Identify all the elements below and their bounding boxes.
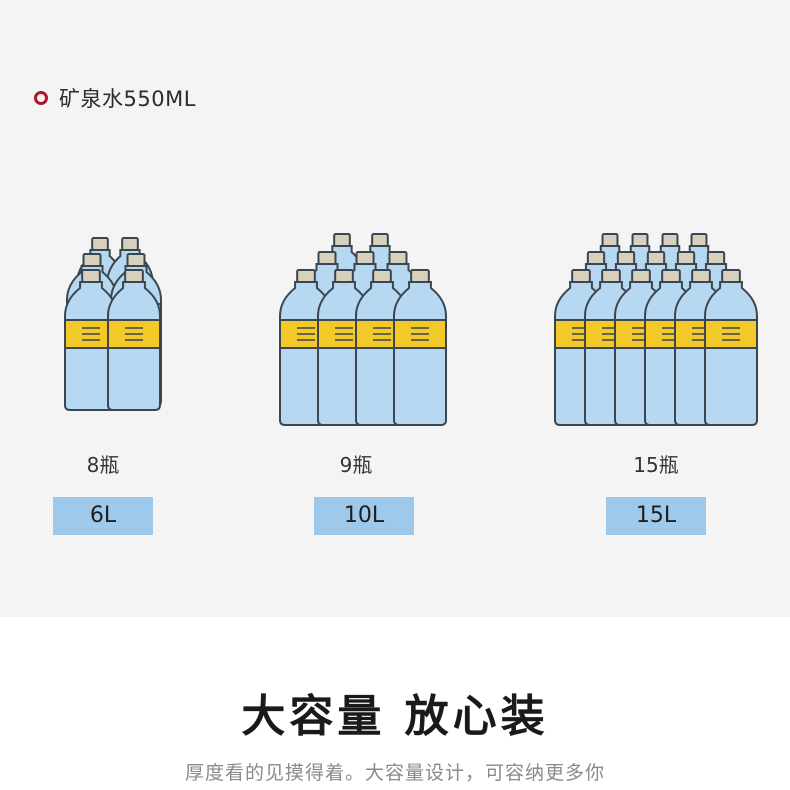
water-bottle-icon: [107, 269, 161, 411]
water-bottle-icon: [704, 269, 758, 426]
bottle-pack-1-icon: [64, 237, 162, 411]
pack-group-2: 9瓶 10L: [279, 233, 447, 535]
subline: 厚度看的见摸得着。大容量设计，可容纳更多你: [184, 762, 605, 784]
pack-count-label: 9瓶: [339, 453, 373, 477]
legend-label: 矿泉水550ML: [59, 87, 196, 111]
pack-volume-badge: 15L: [606, 497, 706, 535]
bottle-pack-2-icon: [279, 233, 447, 426]
pack-count-label: 15瓶: [633, 453, 679, 477]
headline: 大容量 放心装: [241, 691, 549, 742]
legend: 矿泉水550ML: [34, 84, 196, 112]
pack-group-3: 15瓶 15L: [554, 233, 758, 535]
bottle-pack-3-icon: [554, 233, 758, 426]
legend-dot-icon: [34, 91, 48, 105]
pack-group-1: 8瓶 6L: [53, 237, 162, 535]
pack-count-label: 8瓶: [86, 453, 120, 477]
pack-volume-badge: 10L: [314, 497, 414, 535]
water-bottle-icon: [393, 269, 447, 426]
product-panel: 矿泉水550ML 8瓶 6L 9瓶 10L 15瓶 15L: [0, 0, 790, 617]
pack-volume-badge: 6L: [53, 497, 153, 535]
